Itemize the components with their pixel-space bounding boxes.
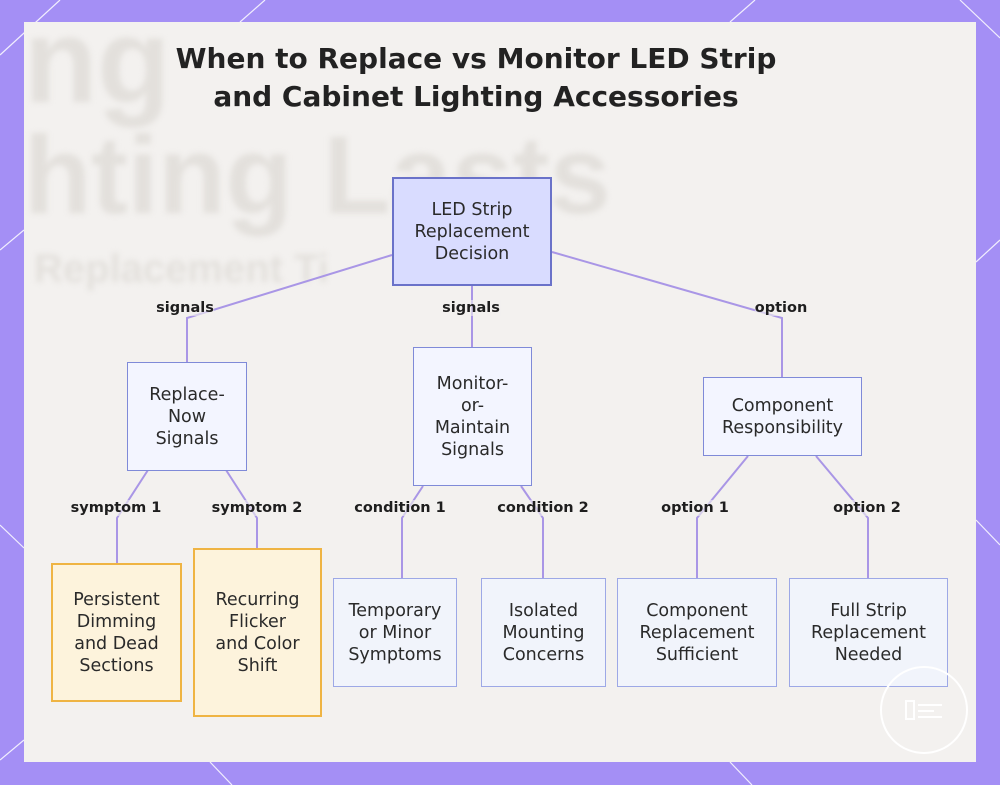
node-isolated-mounting: Isolated Mounting Concerns: [481, 578, 606, 687]
title-line-2: and Cabinet Lighting Accessories: [213, 80, 739, 113]
node-replace-now-signals: Replace-Now Signals: [127, 362, 247, 471]
edge-label: signals: [442, 300, 500, 316]
node-temporary-symptoms: Temporary or Minor Symptoms: [333, 578, 457, 687]
title-line-1: When to Replace vs Monitor LED Strip: [175, 42, 777, 75]
edge-label: signals: [156, 300, 214, 316]
node-persistent-dimming: Persistent Dimming and Dead Sections: [51, 563, 182, 702]
node-root: LED Strip Replacement Decision: [392, 177, 552, 286]
background-decoration: Replacement Ti: [34, 247, 329, 291]
node-component-replacement: Component Replacement Sufficient: [617, 578, 777, 687]
edge-label: symptom 2: [211, 500, 303, 516]
edge-label: symptom 1: [70, 500, 162, 516]
edge-label: option 2: [833, 500, 901, 516]
background-decoration: ng: [24, 22, 171, 128]
edge-label: option 1: [661, 500, 729, 516]
edge-label: condition 1: [354, 500, 446, 516]
diagram-title: When to Replace vs Monitor LED Strip and…: [0, 40, 952, 116]
node-monitor-or-maintain-signals: Monitor-or-Maintain Signals: [413, 347, 532, 486]
edge-label: condition 2: [497, 500, 589, 516]
brand-logo-icon: [880, 666, 968, 754]
node-component-responsibility: Component Responsibility: [703, 377, 862, 456]
edge-label: option: [754, 300, 808, 316]
node-recurring-flicker: Recurring Flicker and Color Shift: [193, 548, 322, 717]
logo-mark: [905, 700, 942, 720]
